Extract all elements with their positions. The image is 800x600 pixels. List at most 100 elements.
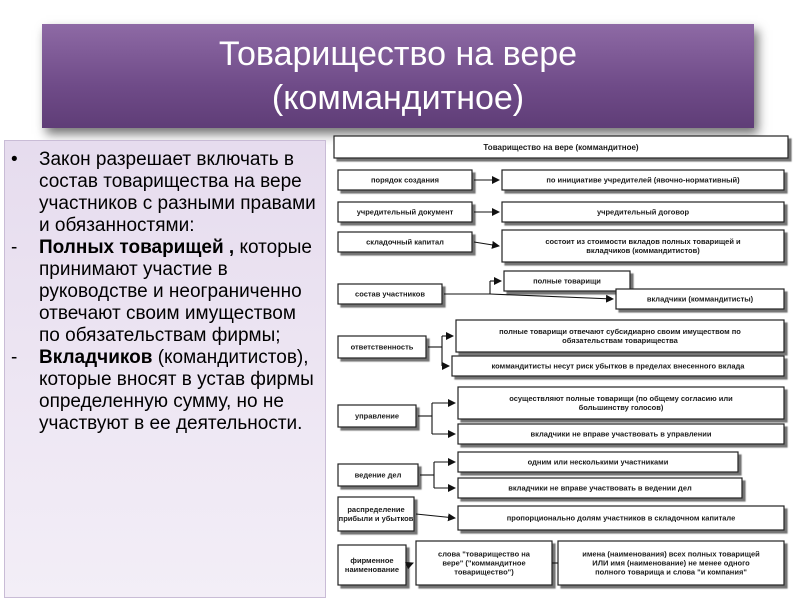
diagram-header: Товарищество на вере (коммандитное) <box>333 135 789 159</box>
intro-bullet: • Закон разрешает включать в состав това… <box>5 149 325 237</box>
row-6-value-1-text: большинству голосов) <box>579 403 664 412</box>
row-7-value-2-frame <box>457 477 743 499</box>
row-2-value-1-text: учредительный договор <box>597 208 690 217</box>
connector-arrow <box>489 293 614 303</box>
row-label-3-text: складочный капитал <box>366 238 444 247</box>
row-9-value-2-text: имена (наименования) всех полных товарищ… <box>582 550 760 559</box>
row-label-5-frame <box>337 335 427 359</box>
row-label-3-frame <box>337 231 473 253</box>
bullet-marker: • <box>11 149 18 170</box>
connector-arrow <box>473 240 500 249</box>
row-label-1: порядок создания <box>337 169 473 191</box>
row-1-value-1: по инициативе учредителей (явочно-нормат… <box>501 169 785 191</box>
connector-arrow <box>405 561 414 570</box>
row-4-value-2-text: вкладчики (коммандитисты) <box>647 295 754 304</box>
row-3-value-1-text: состоит из стоимости вкладов полных това… <box>545 237 741 246</box>
row-label-8-frame <box>337 496 415 532</box>
row-5-value-2-text: коммандитисты несут риск убытков в преде… <box>492 362 746 371</box>
row-label-8-text: распределение <box>347 505 404 514</box>
row-3-value-1-frame <box>501 229 785 263</box>
investors-item: - Вкладчиков (командитистов), которые вн… <box>5 347 325 435</box>
row-label-2: учредительный документ <box>337 201 473 223</box>
title-line-1: Товарищество на вере <box>218 35 578 73</box>
row-4-value-1-text: полные товарищи <box>533 277 601 286</box>
row-7-value-2: вкладчики не вправе участвовать в ведени… <box>457 477 743 499</box>
row-label-1-frame <box>337 169 473 191</box>
row-8-value-1: пропорционально долям участников в склад… <box>457 505 785 531</box>
row-5-value-2-frame <box>451 355 785 377</box>
row-label-9-text: наименование <box>345 565 399 574</box>
row-label-8-text: прибыли и убытков <box>339 514 414 523</box>
row-5-value-1-text: полные товарищи отвечают субсидиарно сво… <box>499 327 741 336</box>
row-9-value-2-frame <box>557 540 785 586</box>
title-banner: Товарищество на вере (коммандитное) <box>42 24 754 128</box>
row-label-3: складочный капитал <box>337 231 473 253</box>
row-6-value-2: вкладчики не вправе участвовать в управл… <box>457 423 785 445</box>
row-5-value-1-frame <box>455 319 785 353</box>
row-label-4-text: состав участников <box>355 290 425 299</box>
row-7-value-1-text: одним или несколькими участниками <box>528 458 669 467</box>
row-2-value-1: учредительный договор <box>501 201 785 223</box>
row-9-value-1-text: товарищество") <box>454 568 514 577</box>
row-9-value-1-text: вере" ("коммандитное <box>442 559 525 568</box>
dash-marker: - <box>11 347 18 368</box>
row-8-value-1-frame <box>457 505 785 531</box>
row-label-2-frame <box>337 201 473 223</box>
dash-marker: - <box>11 237 18 258</box>
row-7-value-1: одним или несколькими участниками <box>457 451 739 473</box>
row-9-value-2-text: полного товарища и слова "и компания" <box>595 568 747 577</box>
row-7-value-1-frame <box>457 451 739 473</box>
connector-arrow <box>415 513 456 522</box>
row-9-value-1-frame <box>415 540 553 586</box>
full-partners-heading: Полных товарищей , <box>39 237 235 258</box>
row-3-value-1-text: вкладчиков (коммандитистов) <box>586 246 700 255</box>
row-label-9-frame <box>337 544 407 586</box>
row-1-value-1-text: по инициативе учредителей (явочно-нормат… <box>546 176 740 185</box>
row-label-4: состав участников <box>337 283 443 305</box>
row-2-value-1-frame <box>501 201 785 223</box>
row-label-1-text: порядок создания <box>371 176 439 185</box>
row-label-6-text: управление <box>355 412 399 421</box>
investors-text: (командитистов), которые вносят в устав … <box>39 347 314 434</box>
row-label-6-frame <box>337 404 417 428</box>
row-label-6: управление <box>337 404 417 428</box>
row-5-value-1-text: обязательствам товарищества <box>562 336 678 345</box>
diagram-header-text: Товарищество на вере (коммандитное) <box>483 143 638 152</box>
row-1-value-1-frame <box>501 169 785 191</box>
row-label-7: ведение дел <box>337 463 419 487</box>
row-9-value-2: имена (наименования) всех полных товарищ… <box>557 540 785 586</box>
row-9-value-2-text: ИЛИ имя (наименование) не менее одного <box>592 559 750 568</box>
row-9-value-1-text: слова "товарищество на <box>438 550 531 559</box>
row-6-value-2-frame <box>457 423 785 445</box>
row-label-5: ответственность <box>337 335 427 359</box>
row-label-5-text: ответственность <box>351 343 414 352</box>
title-line-2: (коммандитное) <box>271 79 525 117</box>
row-4-value-1-frame <box>503 270 631 292</box>
row-label-7-frame <box>337 463 419 487</box>
row-label-2-text: учредительный документ <box>357 208 454 217</box>
full-partners-item: - Полных товарищей , которые принимают у… <box>5 237 325 347</box>
investors-heading: Вкладчиков <box>39 347 153 368</box>
row-4-value-2-frame <box>615 288 785 310</box>
row-6-value-1-text: осуществляют полные товарищи (по общему … <box>509 394 733 403</box>
row-label-7-text: ведение дел <box>355 471 402 480</box>
full-partners-text: которые принимают участие в руководстве … <box>39 237 312 346</box>
row-6-value-2-text: вкладчики не вправе участвовать в управл… <box>531 430 712 439</box>
row-label-4-frame <box>337 283 443 305</box>
row-6-value-1: осуществляют полные товарищи (по общему … <box>457 386 785 420</box>
row-5-value-2: коммандитисты несут риск убытков в преде… <box>451 355 785 377</box>
row-7-value-2-text: вкладчики не вправе участвовать в ведени… <box>508 484 692 493</box>
intro-text: Закон разрешает включать в состав товари… <box>39 149 316 236</box>
row-label-9-text: фирменное <box>350 556 393 565</box>
row-4-value-1: полные товарищи <box>503 270 631 292</box>
row-4-value-2: вкладчики (коммандитисты) <box>615 288 785 310</box>
row-6-value-1-frame <box>457 386 785 420</box>
row-3-value-1: состоит из стоимости вкладов полных това… <box>501 229 785 263</box>
row-8-value-1-text: пропорционально долям участников в склад… <box>507 514 736 523</box>
left-text-panel: • Закон разрешает включать в состав това… <box>4 140 326 598</box>
row-5-value-1: полные товарищи отвечают субсидиарно сво… <box>455 319 785 353</box>
